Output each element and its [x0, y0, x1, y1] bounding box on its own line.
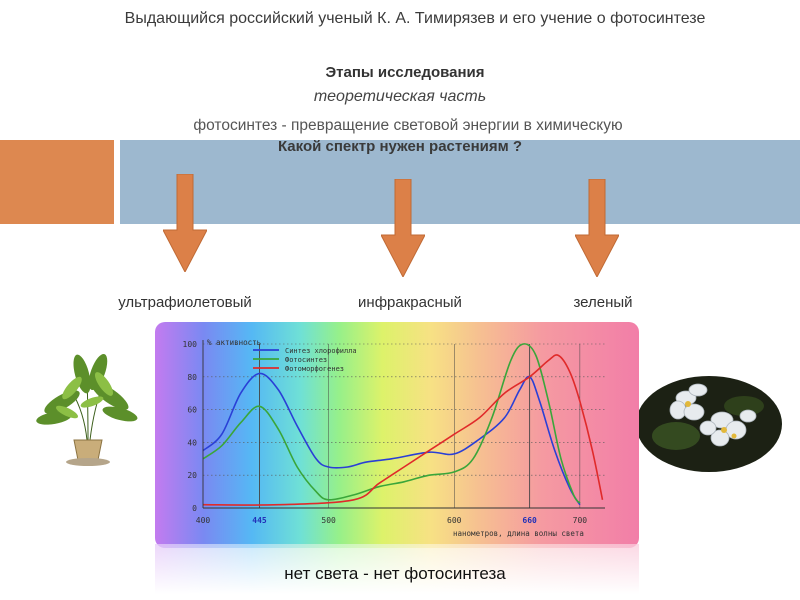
blue-header-band: [120, 140, 800, 224]
y-tick-label: 40: [187, 438, 197, 447]
label-ultraviolet: ультрафиолетовый: [118, 294, 252, 311]
question-text: Какой спектр нужен растениям ?: [277, 138, 523, 155]
chart-reflection: [155, 544, 639, 594]
footer-text: нет света - нет фотосинтеза: [284, 564, 506, 583]
down-arrow-icon: [163, 174, 207, 272]
spectrum-chart: 0 20 40 60 80 100 400 445 500 600 660 700 Синтез хл…: [155, 322, 639, 548]
series-line-3: [202, 354, 604, 506]
theory-caption: теоретическая часть: [313, 88, 487, 105]
y-tick-label: 0: [192, 504, 197, 513]
legend-label: Фотоморфогенез: [285, 365, 344, 373]
x-tick-label: 500: [321, 516, 336, 525]
legend-label: Синтез хлорофилла: [285, 347, 357, 355]
slide-title: Выдающийся российский ученый К. А. Тимир…: [124, 10, 706, 27]
potted-plant-image: [32, 352, 142, 472]
x-tick-label: 660: [522, 516, 537, 525]
section-subtitle: Этапы исследования: [325, 64, 485, 81]
definition-text: фотосинтез - превращение световой энерги…: [193, 117, 623, 134]
y-tick-label: 20: [187, 471, 197, 480]
white-flower-image: [636, 376, 782, 472]
label-infrared: инфракрасный: [358, 294, 462, 311]
y-tick-label: 80: [187, 373, 197, 382]
down-arrow-icon: [381, 179, 425, 277]
down-arrow-icon: [575, 179, 619, 277]
x-tick-label: 700: [573, 516, 588, 525]
y-axis-label: % активность: [207, 338, 261, 347]
orange-accent-block: [0, 140, 114, 224]
series-line-2: [202, 343, 581, 504]
x-axis-label: нанометров, длина волны света: [453, 529, 584, 538]
spectrum-background: [155, 322, 639, 548]
x-tick-label: 400: [196, 516, 211, 525]
series-line-1: [202, 372, 581, 506]
x-tick-label: 600: [447, 516, 462, 525]
label-green: зеленый: [573, 294, 633, 311]
y-tick-label: 60: [187, 406, 197, 415]
x-tick-label: 445: [252, 516, 267, 525]
y-tick-label: 100: [183, 340, 198, 349]
legend-label: Фотосинтез: [285, 356, 327, 364]
